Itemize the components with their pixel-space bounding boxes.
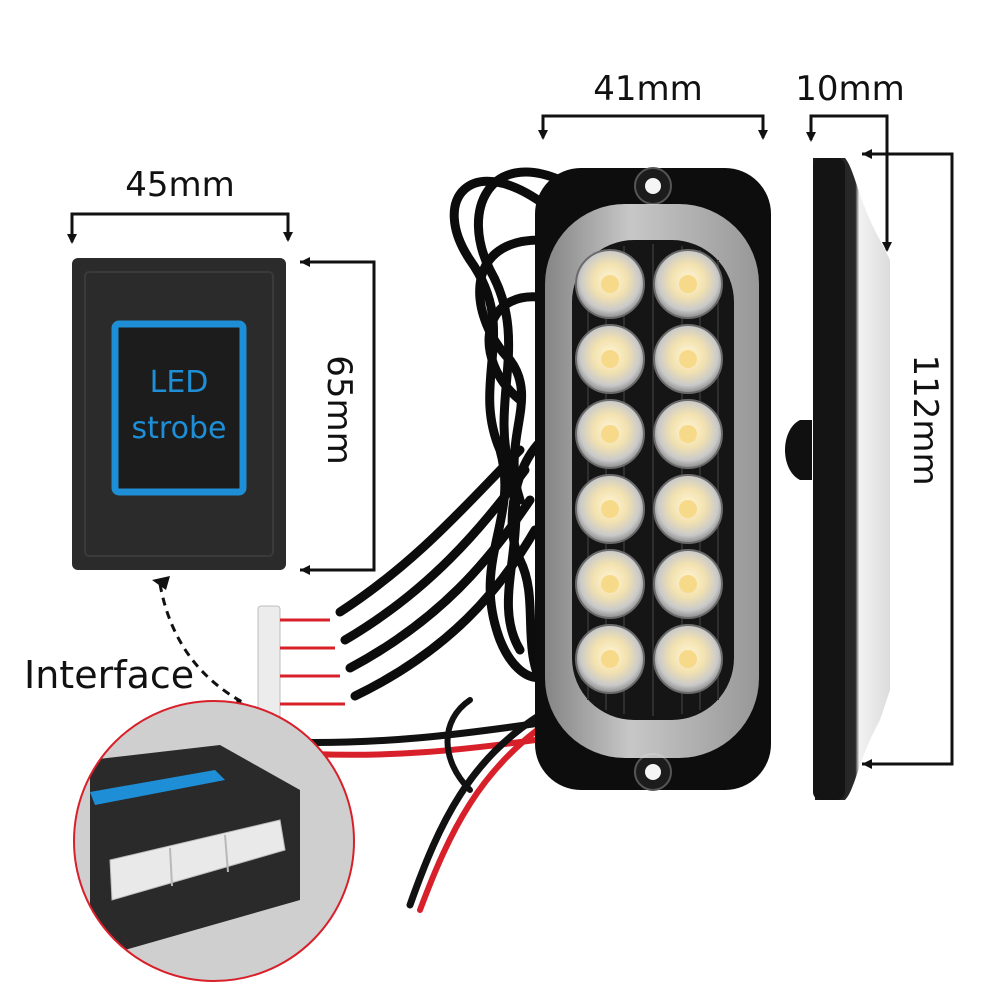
wire-bundle (335, 167, 565, 701)
dimension-label-45mm: 45mm (125, 165, 235, 205)
dimension-label-41mm: 41mm (593, 69, 703, 109)
led-array (575, 249, 723, 694)
dimension-10mm: 10mm (795, 69, 905, 252)
interface-callout: Interface (24, 576, 250, 714)
dimension-41mm: 41mm (538, 69, 768, 140)
led (653, 474, 723, 544)
strobe-light-side (785, 158, 890, 800)
controller-label-line1: LED (150, 365, 209, 400)
led (653, 324, 723, 394)
dimension-65mm: 65mm (300, 257, 376, 575)
controller-box: LED strobe (72, 258, 286, 570)
mounting-hole-top (634, 167, 672, 205)
led (575, 249, 645, 319)
led (575, 474, 645, 544)
mounting-hole-bottom (634, 753, 672, 791)
led (653, 549, 723, 619)
dimension-112mm: 112mm (862, 149, 954, 769)
led (575, 399, 645, 469)
led (653, 249, 723, 319)
led (575, 549, 645, 619)
led (575, 324, 645, 394)
connector-zoom-inset (73, 700, 355, 982)
led (575, 624, 645, 694)
controller-label-line2: strobe (132, 411, 227, 446)
controller-label-frame (111, 320, 247, 496)
strobe-light-front (535, 167, 771, 791)
dimension-label-65mm: 65mm (319, 355, 359, 465)
led (653, 624, 723, 694)
dimension-label-112mm: 112mm (905, 354, 945, 485)
interface-label: Interface (24, 653, 194, 697)
dimension-label-10mm: 10mm (795, 69, 905, 109)
dimension-45mm: 45mm (67, 165, 293, 244)
led (653, 399, 723, 469)
